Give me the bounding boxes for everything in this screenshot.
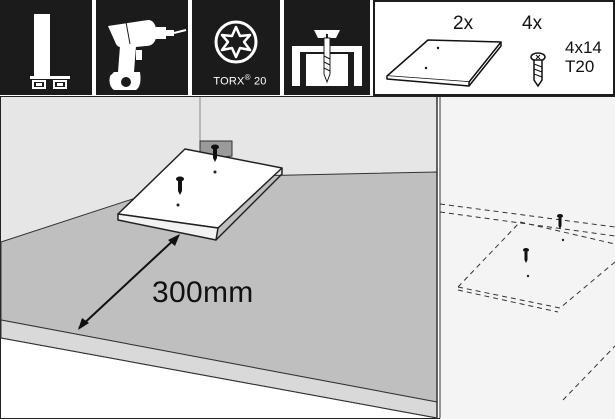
screw-back	[211, 144, 219, 162]
power-drill-icon	[108, 20, 187, 90]
tool-and-parts-header: TORX® 20 2x 4x 4x14	[0, 0, 615, 96]
corner-panel-icon	[386, 39, 502, 87]
hidden-screw-2	[557, 214, 563, 229]
dimension-arrow	[78, 234, 180, 330]
tool-tile-screw-panel	[284, 0, 370, 95]
assembly-diagram	[0, 96, 615, 419]
screw-into-panel-icon	[292, 30, 362, 86]
screw-size-label: 4x14	[565, 38, 602, 57]
torx-size-label: TORX® 20	[213, 73, 267, 88]
corner-panel-installed	[117, 148, 283, 241]
screw-front	[176, 176, 184, 195]
panel-quantity: 2x	[453, 13, 474, 34]
dimension-label: 300mm	[152, 276, 254, 309]
torx-bit-icon	[214, 20, 258, 64]
tool-tile-drill	[96, 0, 188, 95]
cabinet-wall-icon	[30, 14, 70, 89]
hidden-screw-1	[523, 248, 529, 263]
screw-icon	[530, 52, 546, 88]
screw-quantity: 4x	[522, 13, 543, 34]
tool-tile-torx	[192, 0, 280, 95]
parts-box	[373, 0, 615, 96]
screw-drive-label: T20	[565, 57, 595, 76]
hidden-floor-outline	[439, 203, 615, 401]
tool-tile-cabinet	[0, 0, 92, 95]
